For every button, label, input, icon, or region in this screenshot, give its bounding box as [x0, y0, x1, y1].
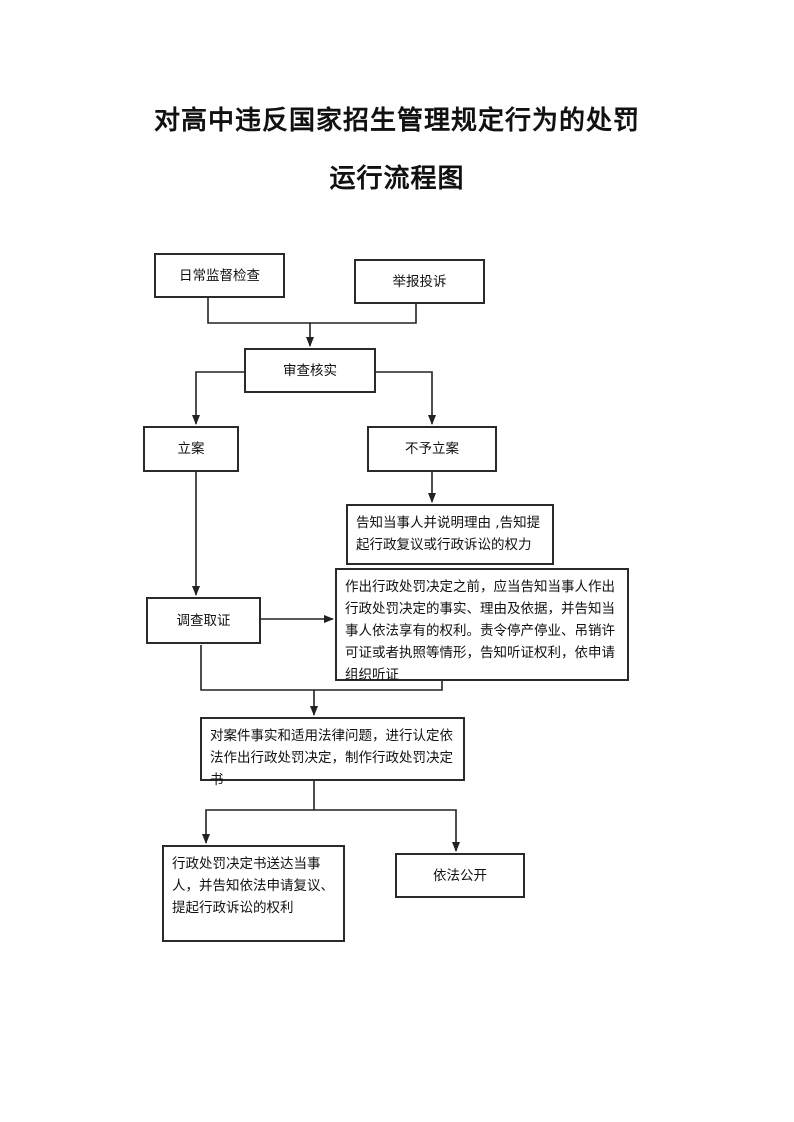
node-label: 审查核实 [283, 362, 337, 379]
node-pre-decision-notice: 作出行政处罚决定之前，应当告知当事人作出行政处罚决定的事实、理由及依据，并告知当… [335, 568, 629, 683]
page-title: 对高中违反国家招生管理规定行为的处罚 [153, 106, 640, 136]
node-no-case: 不予立案 [367, 426, 497, 472]
page-subtitle: 运行流程图 [329, 164, 465, 194]
connector-arrow [192, 371, 244, 425]
connector-arrow [202, 809, 314, 844]
node-label: 行政处罚决定书送达当事人，并告知依法申请复议、提起行政诉讼的权利 [172, 856, 334, 916]
node-label: 作出行政处罚决定之前，应当告知当事人作出行政处罚决定的事实、理由及依据，并告知当… [345, 579, 615, 683]
node-report-complaint: 举报投诉 [354, 259, 485, 304]
node-deliver: 行政处罚决定书送达当事人，并告知依法申请复议、提起行政诉讼的权利 [162, 845, 345, 942]
node-file-case: 立案 [143, 426, 239, 472]
connector-line [200, 645, 443, 691]
node-publicize: 依法公开 [395, 853, 525, 898]
node-review-verify: 审查核实 [244, 348, 376, 393]
node-notify-reason: 告知当事人并说明理由 ,告知提起行政复议或行政诉讼的权力 [346, 504, 554, 565]
node-label: 日常监督检查 [179, 267, 260, 284]
node-label: 调查取证 [176, 612, 231, 629]
node-label: 告知当事人并说明理由 ,告知提起行政复议或行政诉讼的权力 [356, 515, 541, 553]
node-label: 依法公开 [433, 867, 487, 884]
node-label: 对案件事实和适用法律问题，进行认定依法作出行政处罚决定，制作行政处罚决定书 [210, 728, 453, 788]
connector-arrow [376, 371, 436, 425]
node-daily-inspection: 日常监督检查 [154, 253, 285, 298]
node-label: 不予立案 [405, 441, 459, 457]
node-investigate: 调查取证 [146, 597, 261, 644]
node-decision: 对案件事实和适用法律问题，进行认定依法作出行政处罚决定，制作行政处罚决定书 [200, 717, 465, 788]
connector-arrow [314, 809, 460, 852]
connector-line [207, 298, 417, 324]
node-label: 立案 [177, 441, 205, 457]
node-label: 举报投诉 [392, 273, 447, 290]
